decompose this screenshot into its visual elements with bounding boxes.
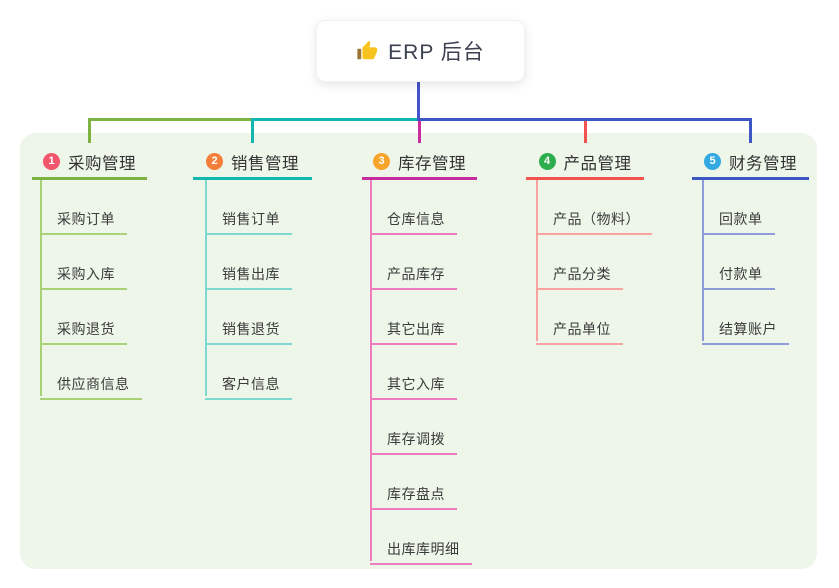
branch-label: 销售管理 — [231, 154, 299, 173]
child-node[interactable]: 仓库信息 — [370, 201, 457, 235]
child-node[interactable]: 供应商信息 — [40, 366, 142, 400]
mindmap-panel — [20, 133, 817, 569]
branch-heading[interactable]: 2 销售管理 — [193, 146, 312, 180]
child-node[interactable]: 采购入库 — [40, 256, 127, 290]
thumbs-up-icon — [356, 40, 378, 62]
branch-label: 采购管理 — [68, 154, 136, 173]
branch-number-badge: 4 — [538, 153, 556, 170]
child-node[interactable]: 库存调拨 — [370, 421, 457, 455]
branch-heading[interactable]: 3 库存管理 — [362, 146, 477, 180]
child-node[interactable]: 产品库存 — [370, 256, 457, 290]
branch-number-badge: 3 — [373, 153, 390, 170]
branch-number-badge: 5 — [704, 153, 721, 170]
branch-label: 库存管理 — [398, 154, 466, 173]
child-node[interactable]: 回款单 — [702, 201, 775, 235]
connector-drop — [749, 118, 752, 143]
child-node[interactable]: 产品分类 — [536, 256, 623, 290]
branch-heading[interactable]: 5 财务管理 — [692, 146, 809, 180]
child-node[interactable]: 采购订单 — [40, 201, 127, 235]
child-node[interactable]: 出库库明细 — [370, 531, 472, 565]
child-node[interactable]: 销售订单 — [205, 201, 292, 235]
child-node[interactable]: 结算账户 — [702, 311, 789, 345]
connector-horizontal — [251, 118, 419, 121]
connector-drop — [418, 118, 421, 143]
child-node[interactable]: 销售出库 — [205, 256, 292, 290]
child-node[interactable]: 产品（物料） — [536, 201, 652, 235]
child-node[interactable]: 其它入库 — [370, 366, 457, 400]
child-node[interactable]: 其它出库 — [370, 311, 457, 345]
root-title: ERP 后台 — [388, 41, 485, 64]
branch-label: 产品管理 — [563, 154, 632, 173]
child-node[interactable]: 销售退货 — [205, 311, 292, 345]
branch-spine-line — [370, 180, 372, 561]
connector-horizontal — [417, 118, 752, 121]
child-node[interactable]: 客户信息 — [205, 366, 292, 400]
connector-drop — [583, 118, 587, 143]
branch-spine-line — [536, 180, 538, 341]
connector-drop — [251, 118, 254, 143]
branch-number-badge: 2 — [206, 153, 223, 170]
child-node[interactable]: 付款单 — [702, 256, 775, 290]
branch-spine-line — [702, 180, 704, 341]
root-connector — [417, 80, 420, 121]
child-node[interactable]: 采购退货 — [40, 311, 127, 345]
connector-horizontal — [88, 118, 254, 121]
branch-label: 财务管理 — [729, 154, 797, 173]
child-node[interactable]: 产品单位 — [536, 311, 623, 345]
connector-drop — [88, 118, 91, 143]
branch-heading[interactable]: 4 产品管理 — [526, 146, 644, 180]
root-node[interactable]: ERP 后台 — [316, 20, 525, 82]
child-node[interactable]: 库存盘点 — [370, 476, 457, 510]
branch-heading[interactable]: 1 采购管理 — [32, 146, 147, 180]
branch-number-badge: 1 — [43, 153, 60, 170]
